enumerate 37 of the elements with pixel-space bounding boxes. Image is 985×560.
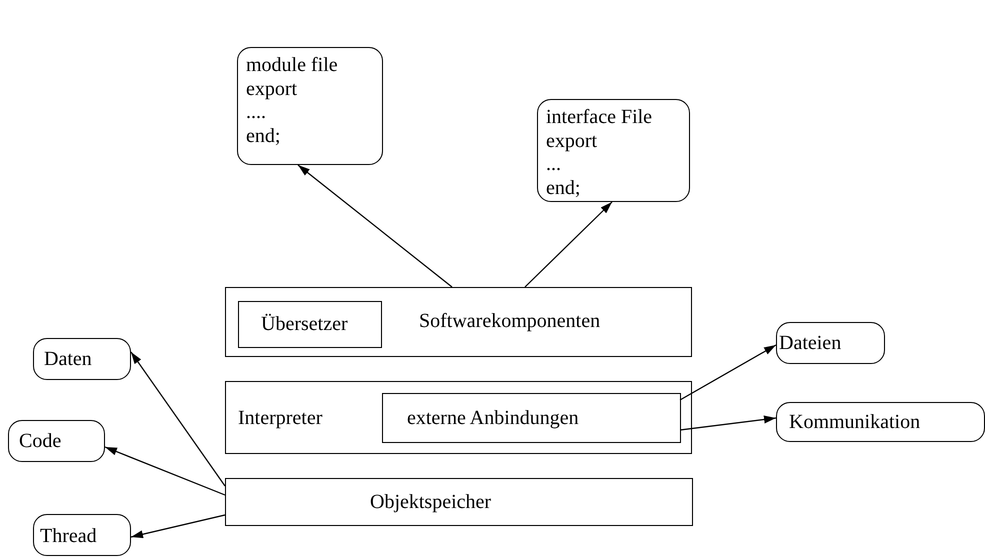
code-line: end; [546, 176, 580, 200]
box-label: Übersetzer [261, 312, 348, 336]
resource-box [776, 402, 985, 442]
code-box [237, 47, 383, 165]
arrow [130, 352, 226, 486]
code-line: module file [246, 54, 338, 78]
layer-box [225, 478, 693, 526]
code-line: export [246, 78, 298, 101]
arrow [680, 416, 776, 431]
resource-box [33, 338, 131, 380]
resource-box [776, 322, 885, 364]
box-label: Code [19, 429, 62, 453]
box-label: Thread [40, 524, 97, 548]
code-line: export [546, 130, 598, 153]
component-box [238, 301, 382, 348]
arrow [524, 202, 612, 288]
arrow [298, 164, 452, 288]
layer-box [225, 287, 692, 357]
box-label: Daten [44, 347, 92, 371]
box-label: Dateien [779, 331, 842, 355]
box-label: Objektspeicher [370, 490, 492, 514]
code-line: interface File [546, 106, 652, 130]
box-label: externe Anbindungen [407, 406, 579, 430]
arrow [130, 514, 226, 538]
box-label: Interpreter [238, 406, 322, 430]
resource-box [8, 420, 105, 462]
layer-box [225, 381, 692, 454]
code-line: end; [246, 124, 280, 148]
box-label: Kommunikation [789, 410, 920, 434]
code-box [537, 99, 690, 202]
component-box [382, 393, 681, 443]
arrow [680, 344, 776, 401]
code-line: .... [246, 101, 266, 124]
arrow [104, 446, 226, 496]
box-label: Softwarekomponenten [419, 309, 600, 333]
code-line: ... [546, 153, 561, 176]
resource-box [33, 514, 131, 556]
